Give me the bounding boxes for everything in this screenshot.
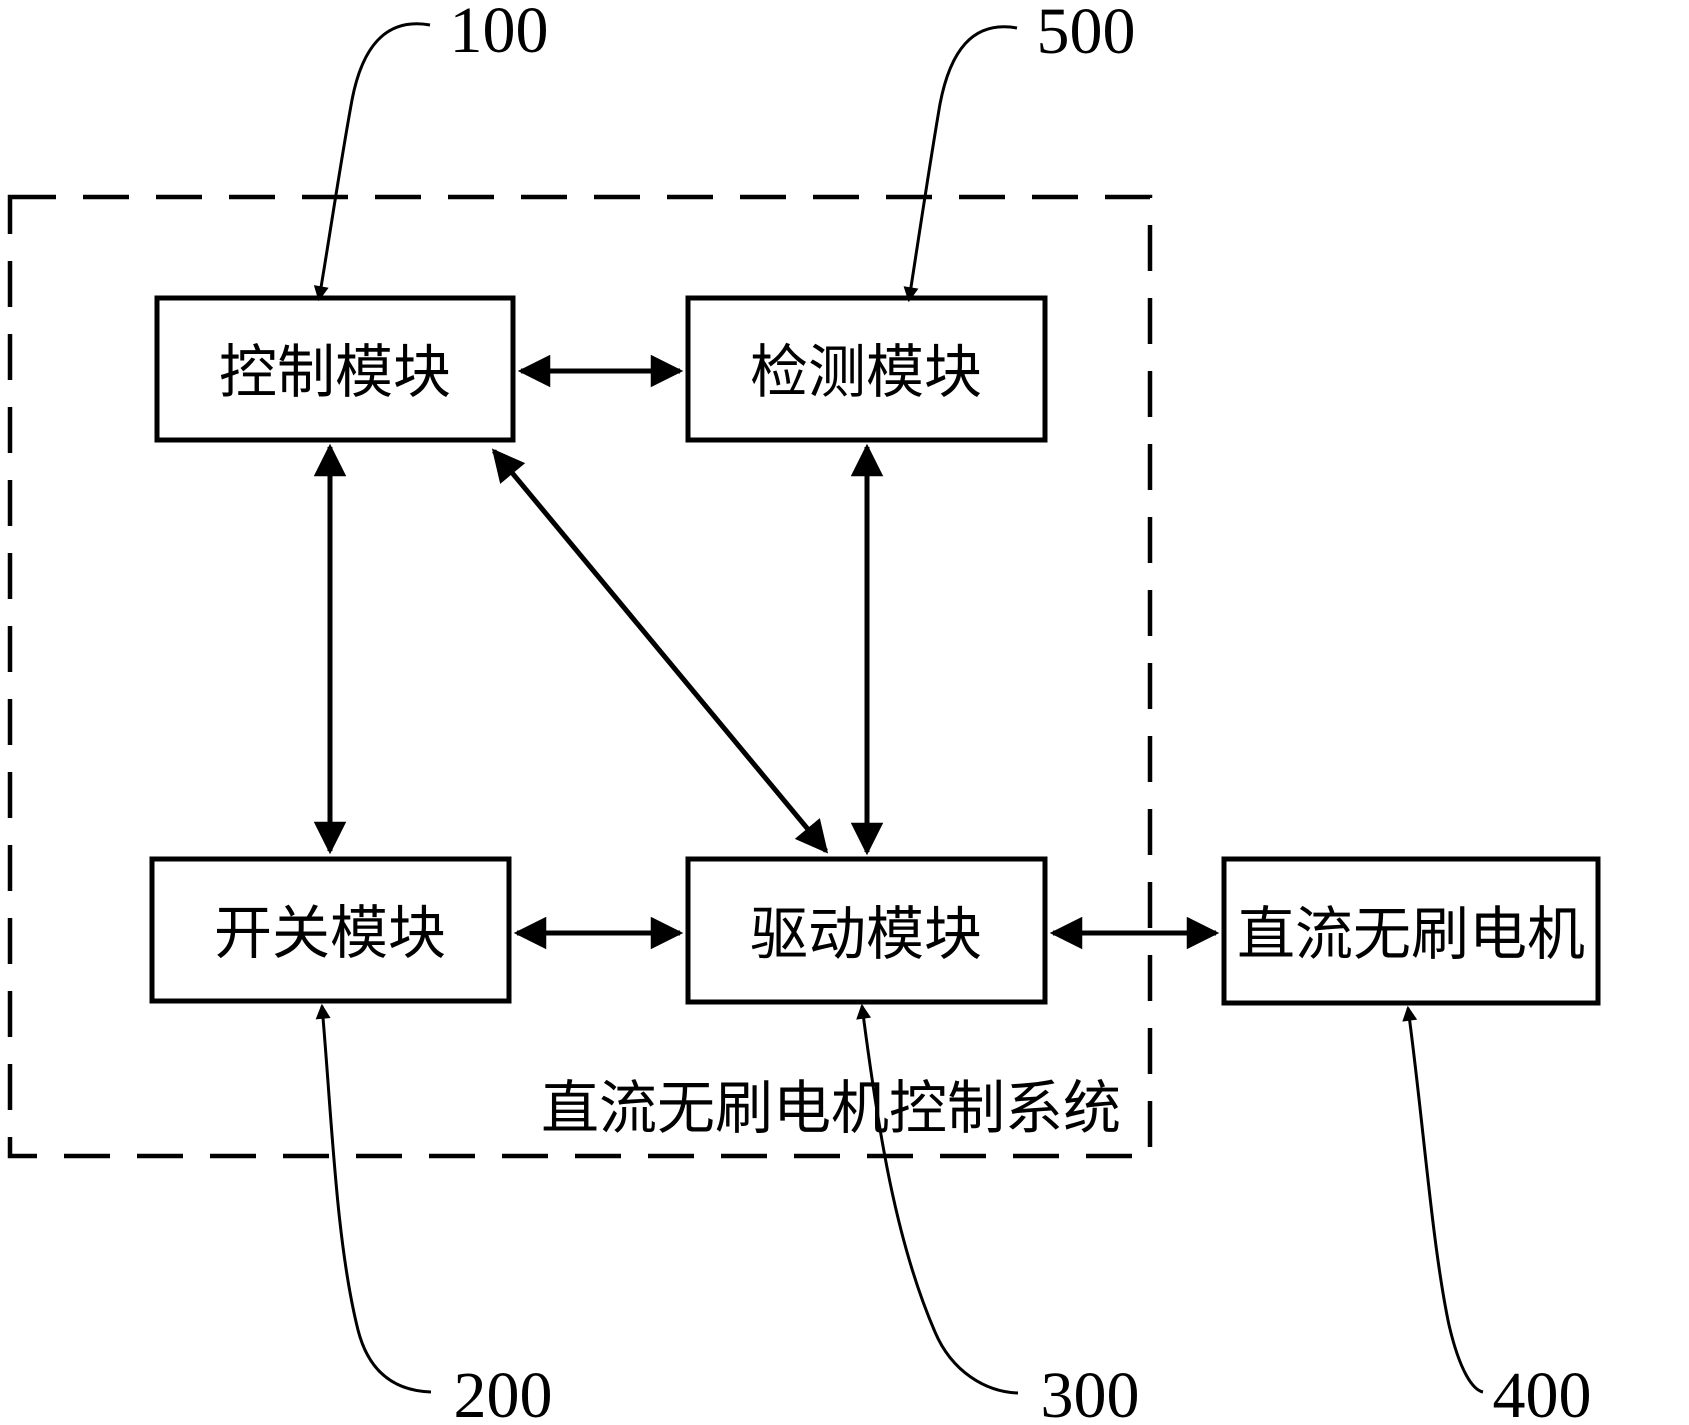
module-box-switch: 开关模块 bbox=[149, 856, 512, 1004]
leader-line-200 bbox=[315, 1003, 432, 1394]
module-box-detection: 检测模块 bbox=[685, 295, 1048, 443]
switch-module-label: 开关模块 bbox=[214, 901, 446, 966]
ref-numeral-300: 300 bbox=[1041, 1359, 1140, 1425]
leader-line-400 bbox=[1402, 1005, 1484, 1394]
drive-module-label: 驱动模块 bbox=[750, 902, 982, 967]
system-boundary-label: 直流无刷电机控制系统 bbox=[541, 1076, 1121, 1141]
module-box-control: 控制模块 bbox=[154, 295, 516, 443]
motor-label: 直流无刷电机 bbox=[1237, 902, 1585, 967]
switch-module-rect bbox=[149, 856, 512, 1004]
detection-module-label: 检测模块 bbox=[750, 340, 982, 405]
detection-module-rect bbox=[685, 295, 1048, 443]
ref-numeral-100: 100 bbox=[450, 0, 549, 67]
leader-line-100 bbox=[313, 22, 431, 302]
ref-numeral-200: 200 bbox=[454, 1359, 553, 1425]
connector-control-drive-diagonal bbox=[491, 448, 829, 854]
ref-numeral-400: 400 bbox=[1493, 1359, 1592, 1425]
system-boundary-dashed-box bbox=[7, 194, 1153, 1159]
module-box-motor: 直流无刷电机 bbox=[1221, 856, 1601, 1006]
motor-rect bbox=[1221, 856, 1601, 1006]
control-module-label: 控制模块 bbox=[219, 340, 451, 405]
leader-line-500 bbox=[903, 25, 1018, 303]
module-box-drive: 驱动模块 bbox=[685, 856, 1048, 1005]
drive-module-rect bbox=[685, 856, 1048, 1005]
ref-numeral-500: 500 bbox=[1037, 0, 1136, 68]
leader-line-300 bbox=[856, 1003, 1019, 1395]
control-module-rect bbox=[154, 295, 516, 443]
